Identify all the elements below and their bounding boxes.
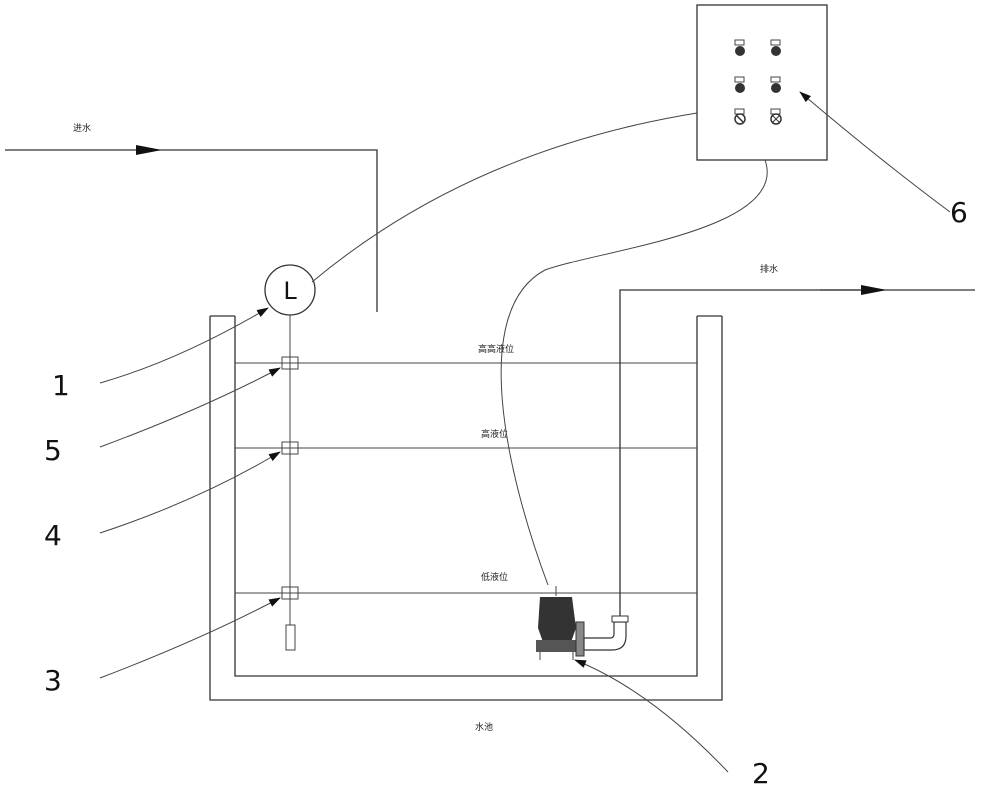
control-box [696,4,828,161]
level-meter-cable [311,112,698,283]
high-level-label: 高液位 [481,428,508,439]
indicator-light-icon [734,39,782,125]
inlet-label: 进水 [73,122,91,133]
float-switch-low [281,586,299,600]
level-meter: L [264,264,316,316]
submersible-pump [536,586,629,660]
outlet-label: 排水 [760,263,778,274]
callout-leader-3 [99,597,281,679]
callout-5: 5 [44,434,62,467]
outlet-pipe [619,285,975,616]
callout-leader-1 [99,307,269,384]
callout-4: 4 [44,519,62,552]
water-tank [209,315,723,701]
float-weight [285,624,296,651]
callout-leader-6 [799,91,951,213]
low-level-label: 低液位 [481,571,508,582]
callout-2: 2 [752,757,770,790]
callout-leader-4 [99,451,281,534]
callout-leader-5 [99,367,281,448]
inlet-pipe [5,145,378,312]
callout-leader-2 [574,659,729,773]
tank-label: 水池 [475,721,493,732]
level-meter-symbol: L [283,277,297,305]
pump-cable [500,159,768,586]
callout-1: 1 [52,369,70,402]
float-switch-high-high [281,356,299,370]
high-high-level-label: 高高液位 [478,343,514,354]
callout-6: 6 [950,196,968,229]
float-switch-high [281,441,299,455]
callout-3: 3 [44,664,62,697]
